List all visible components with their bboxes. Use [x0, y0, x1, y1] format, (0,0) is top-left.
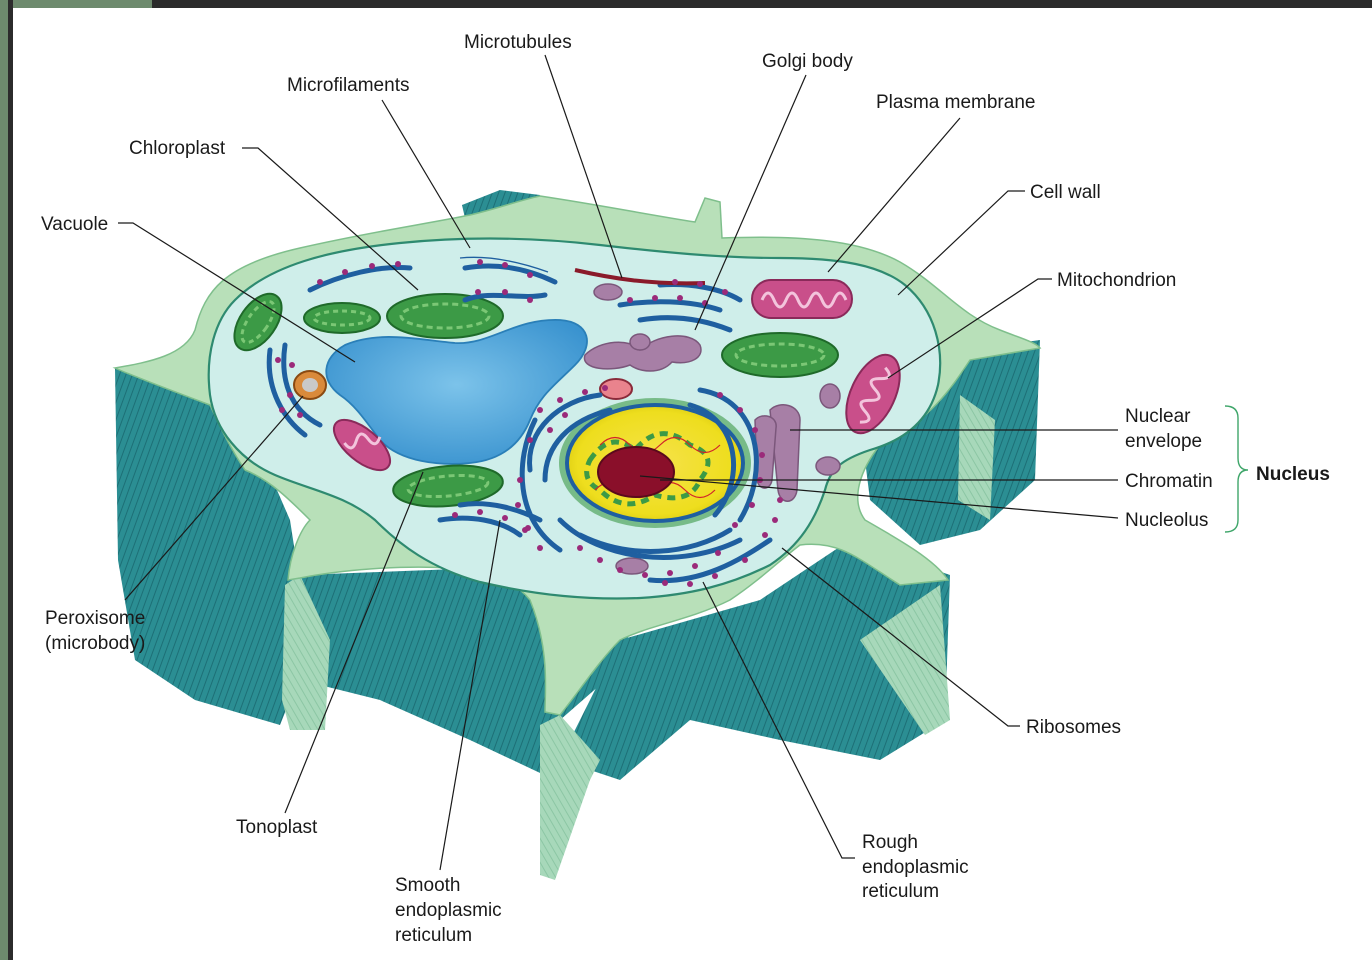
ribosome-dot: [317, 279, 323, 285]
label-microtubules: Microtubules: [464, 32, 572, 53]
ribosome-dot: [717, 392, 723, 398]
ribosome-dot: [582, 389, 588, 395]
ribosome-dot: [452, 512, 458, 518]
ribosome-dot: [715, 550, 721, 556]
label-peroxisome-line1: Peroxisome: [45, 608, 145, 629]
ribosome-dot: [502, 262, 508, 268]
ribosome-dot: [525, 525, 531, 531]
label-smooth-er-line1: Smooth: [395, 875, 460, 896]
ribosome-dot: [527, 437, 533, 443]
ribosome-dot: [515, 502, 521, 508]
ribosome-dot: [395, 261, 401, 267]
label-smooth-er-line2: endoplasmic: [395, 900, 502, 921]
left-border: [8, 0, 13, 960]
ribosome-dot: [287, 392, 293, 398]
ribosome-dot: [752, 427, 758, 433]
label-nuclear-envelope-line2: envelope: [1125, 431, 1202, 452]
ribosome-dot: [527, 272, 533, 278]
label-chromatin: Chromatin: [1125, 471, 1213, 492]
top-border: [152, 0, 1372, 8]
label-chloroplast: Chloroplast: [129, 138, 226, 159]
ribosome-dot: [537, 407, 543, 413]
label-vacuole: Vacuole: [41, 214, 108, 235]
label-mitochondrion: Mitochondrion: [1057, 270, 1176, 291]
ribosome-dot: [712, 573, 718, 579]
label-rough-er-line2: endoplasmic: [862, 857, 969, 878]
ribosome-dot: [759, 452, 765, 458]
ribosome-dot: [369, 263, 375, 269]
label-plasma-membrane: Plasma membrane: [876, 92, 1035, 113]
ribosome-dot: [687, 581, 693, 587]
ribosome-dot: [275, 357, 281, 363]
ribosome-dot: [289, 362, 295, 368]
ribosome-dot: [297, 412, 303, 418]
ribosome-dot: [737, 407, 743, 413]
label-nucleus: Nucleus: [1256, 464, 1330, 485]
ribosome-dot: [652, 295, 658, 301]
ribosome-dot: [642, 572, 648, 578]
ribosome-dot: [477, 509, 483, 515]
ribosome-dot: [662, 580, 668, 586]
ribosome-dot: [557, 397, 563, 403]
ribosome-dot: [777, 497, 783, 503]
ribosome-dot: [617, 567, 623, 573]
ribosome-dot: [742, 557, 748, 563]
ribosome-dot: [502, 515, 508, 521]
ribosome-dot: [577, 545, 583, 551]
ribosome-dot: [692, 563, 698, 569]
ribosome-dot: [602, 385, 608, 391]
label-rough-er-line3: reticulum: [862, 881, 939, 902]
ribosome-dot: [279, 407, 285, 413]
ribosome-dot: [517, 477, 523, 483]
label-smooth-er-line3: reticulum: [395, 925, 472, 946]
label-tonoplast: Tonoplast: [236, 817, 318, 838]
ribosome-dot: [732, 522, 738, 528]
label-ribosomes: Ribosomes: [1026, 717, 1121, 738]
ribosome-dot: [697, 281, 703, 287]
label-rough-er-line1: Rough: [862, 832, 918, 853]
ribosome-dot: [677, 295, 683, 301]
ribosome-dot: [772, 517, 778, 523]
label-microfilaments: Microfilaments: [287, 75, 409, 96]
label-nucleolus: Nucleolus: [1125, 510, 1208, 531]
ribosome-dot: [537, 545, 543, 551]
ribosome-dot: [475, 289, 481, 295]
ribosome-dot: [762, 532, 768, 538]
ribosome-dot: [667, 570, 673, 576]
ribosome-dot: [477, 259, 483, 265]
ribosome-dot: [342, 269, 348, 275]
ribosome-dot: [672, 279, 678, 285]
ribosome-dot: [627, 297, 633, 303]
label-peroxisome-line2: (microbody): [45, 633, 145, 654]
label-nuclear-envelope-line1: Nuclear: [1125, 406, 1191, 427]
ribosome-dot: [562, 412, 568, 418]
top-left-strip: [0, 0, 152, 8]
ribosome-dot: [527, 297, 533, 303]
ribosome-dot: [502, 289, 508, 295]
ribosome-dot: [547, 427, 553, 433]
ribosome-dot: [749, 502, 755, 508]
label-golgi-body: Golgi body: [762, 51, 853, 72]
ribosome-dot: [597, 557, 603, 563]
label-cell-wall: Cell wall: [1030, 182, 1101, 203]
ribosome-dot: [722, 289, 728, 295]
